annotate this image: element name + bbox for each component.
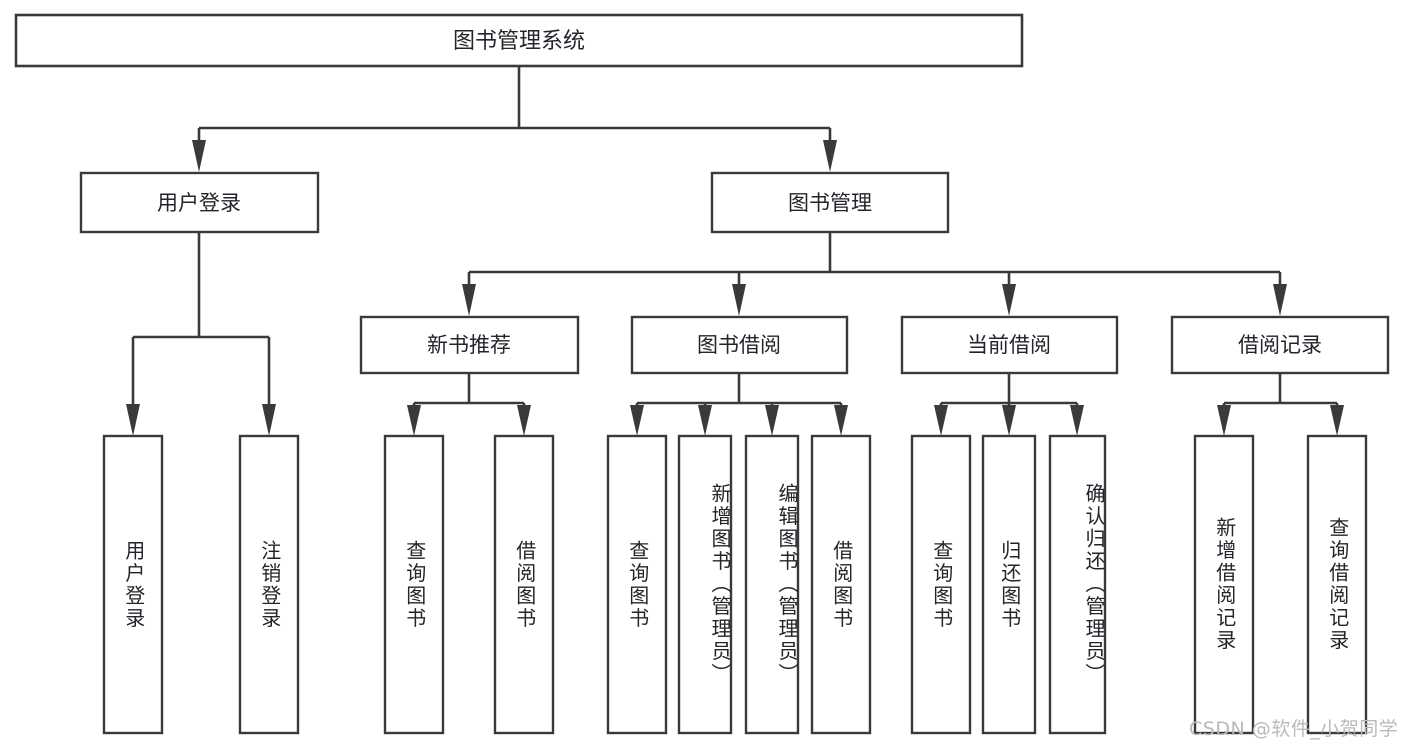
arrowhead-leaf-user-login	[126, 404, 140, 436]
node-current-borrow-label: 当前借阅	[967, 333, 1051, 357]
arrowhead-new-book	[462, 284, 476, 316]
leaf-box-query-record[interactable]	[1306, 434, 1368, 735]
node-current-borrow-box[interactable]	[900, 315, 1119, 375]
node-book-borrow-box[interactable]	[630, 315, 849, 375]
node-root-box[interactable]	[14, 13, 1024, 68]
node-root-label: 图书管理系统	[453, 29, 585, 54]
arrowhead-borrow-record	[1273, 284, 1287, 316]
arrowhead-leaf-query-record	[1330, 405, 1344, 436]
node-book-manage-box[interactable]	[710, 171, 950, 234]
node-user-login-label: 用户登录	[157, 191, 241, 215]
csdn-watermark: CSDN @软件_小贺同学	[1189, 718, 1399, 740]
arrowhead-current-borrow	[1002, 284, 1016, 316]
arrowhead-leaf-confirm-return	[1070, 405, 1084, 436]
arrowhead-leaf-query-book-2	[630, 405, 644, 436]
leaf-box-query-book-1[interactable]	[383, 434, 445, 735]
leaf-box-add-book[interactable]	[677, 434, 733, 735]
leaf-box-edit-book[interactable]	[744, 434, 800, 735]
leaf-box-confirm-return[interactable]	[1048, 434, 1107, 735]
arrowhead-book-manage	[823, 140, 837, 172]
node-borrow-record-label: 借阅记录	[1238, 333, 1322, 357]
arrowhead-leaf-add-record	[1217, 405, 1231, 436]
arrowhead-leaf-add-book	[698, 405, 712, 436]
arrowhead-leaf-logout	[262, 404, 276, 436]
arrowhead-leaf-query-book-1	[407, 405, 421, 436]
leaf-box-borrow-book-1[interactable]	[493, 434, 555, 735]
leaf-box-add-record[interactable]	[1193, 434, 1255, 735]
node-borrow-record-box[interactable]	[1170, 315, 1390, 375]
leaf-box-query-book-2[interactable]	[606, 434, 668, 735]
arrowhead-leaf-edit-book	[765, 405, 779, 436]
arrowhead-user-login	[192, 140, 206, 172]
node-new-book-box[interactable]	[359, 315, 580, 375]
leaf-box-return-book[interactable]	[981, 434, 1037, 735]
arrowhead-leaf-query-book-3	[934, 405, 948, 436]
leaf-box-logout[interactable]	[238, 434, 300, 735]
node-user-login-box[interactable]	[79, 171, 320, 234]
leaf-box-query-book-3[interactable]	[910, 434, 972, 735]
arrowhead-book-borrow	[732, 284, 746, 316]
arrowhead-leaf-borrow-book-1	[517, 405, 531, 436]
node-new-book-label: 新书推荐	[427, 333, 511, 357]
node-book-manage-label: 图书管理	[788, 191, 872, 215]
arrowhead-leaf-return-book	[1002, 405, 1016, 436]
node-book-borrow-label: 图书借阅	[697, 333, 781, 357]
leaf-box-borrow-book-2[interactable]	[810, 434, 872, 735]
arrowhead-leaf-borrow-book-2	[834, 405, 848, 436]
leaf-box-user-login[interactable]	[102, 434, 164, 735]
